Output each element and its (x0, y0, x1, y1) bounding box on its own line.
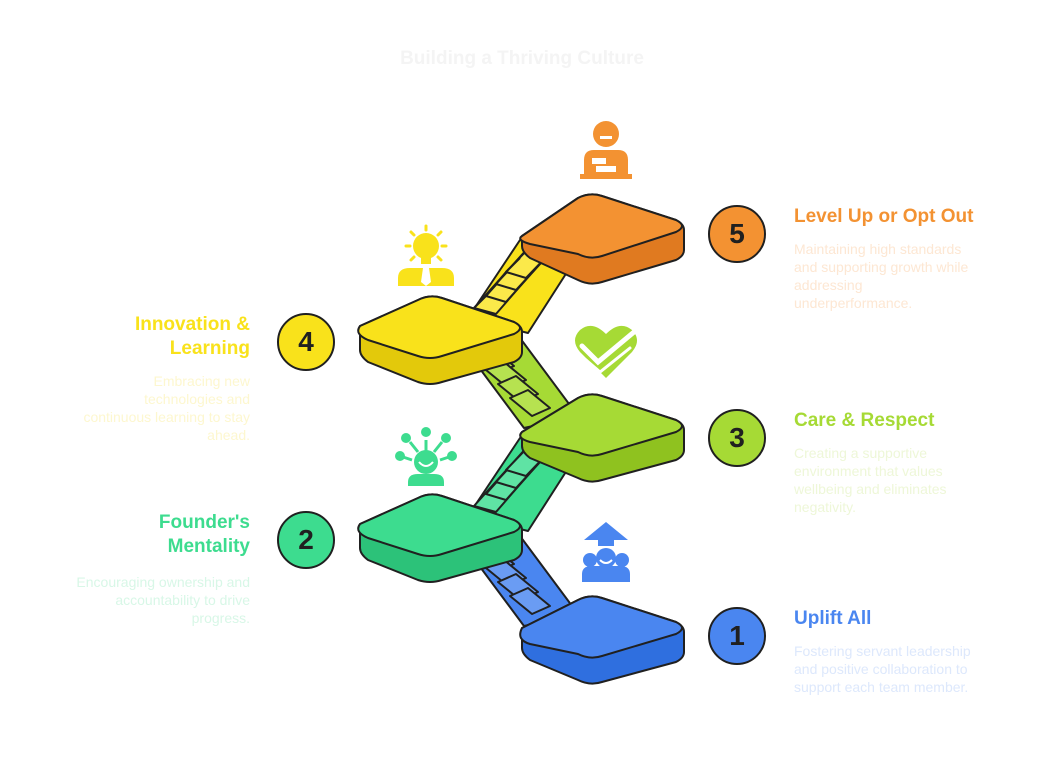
step-4-title: Innovation & Learning (134, 314, 250, 359)
step-3-title: Care & Respect (794, 410, 935, 431)
person-desk-icon (580, 121, 632, 179)
teacher-group-icon (582, 522, 630, 582)
step-3-number: 3 (708, 409, 766, 467)
step-5-description: Maintaining high standards and supportin… (794, 241, 969, 311)
step-4-description: Embracing new technologies and continuou… (83, 373, 250, 443)
step-5-title: Level Up or Opt Out (794, 206, 974, 227)
platform-5 (519, 193, 685, 285)
platform-1 (519, 595, 685, 685)
diagram-title: Building a Thriving Culture (400, 48, 644, 69)
step-2-title: Founder's Mentality (158, 512, 250, 557)
step-1-title: Uplift All (794, 608, 872, 629)
network-person-icon (395, 427, 457, 486)
heart-check-icon (575, 325, 637, 378)
step-5-number: 5 (708, 205, 766, 263)
step-4-number: 4 (277, 313, 335, 371)
platform-4 (357, 295, 523, 385)
platform-3 (519, 393, 685, 483)
step-3-description: Creating a supportive environment that v… (794, 445, 947, 515)
step-2-description: Encouraging ownership and accountability… (76, 574, 250, 626)
step-1-number: 1 (708, 607, 766, 665)
step-1-description: Fostering servant leadership and positiv… (794, 643, 971, 695)
platform-2 (357, 493, 523, 583)
step-2-number: 2 (277, 511, 335, 569)
lightbulb-person-icon (398, 224, 454, 286)
